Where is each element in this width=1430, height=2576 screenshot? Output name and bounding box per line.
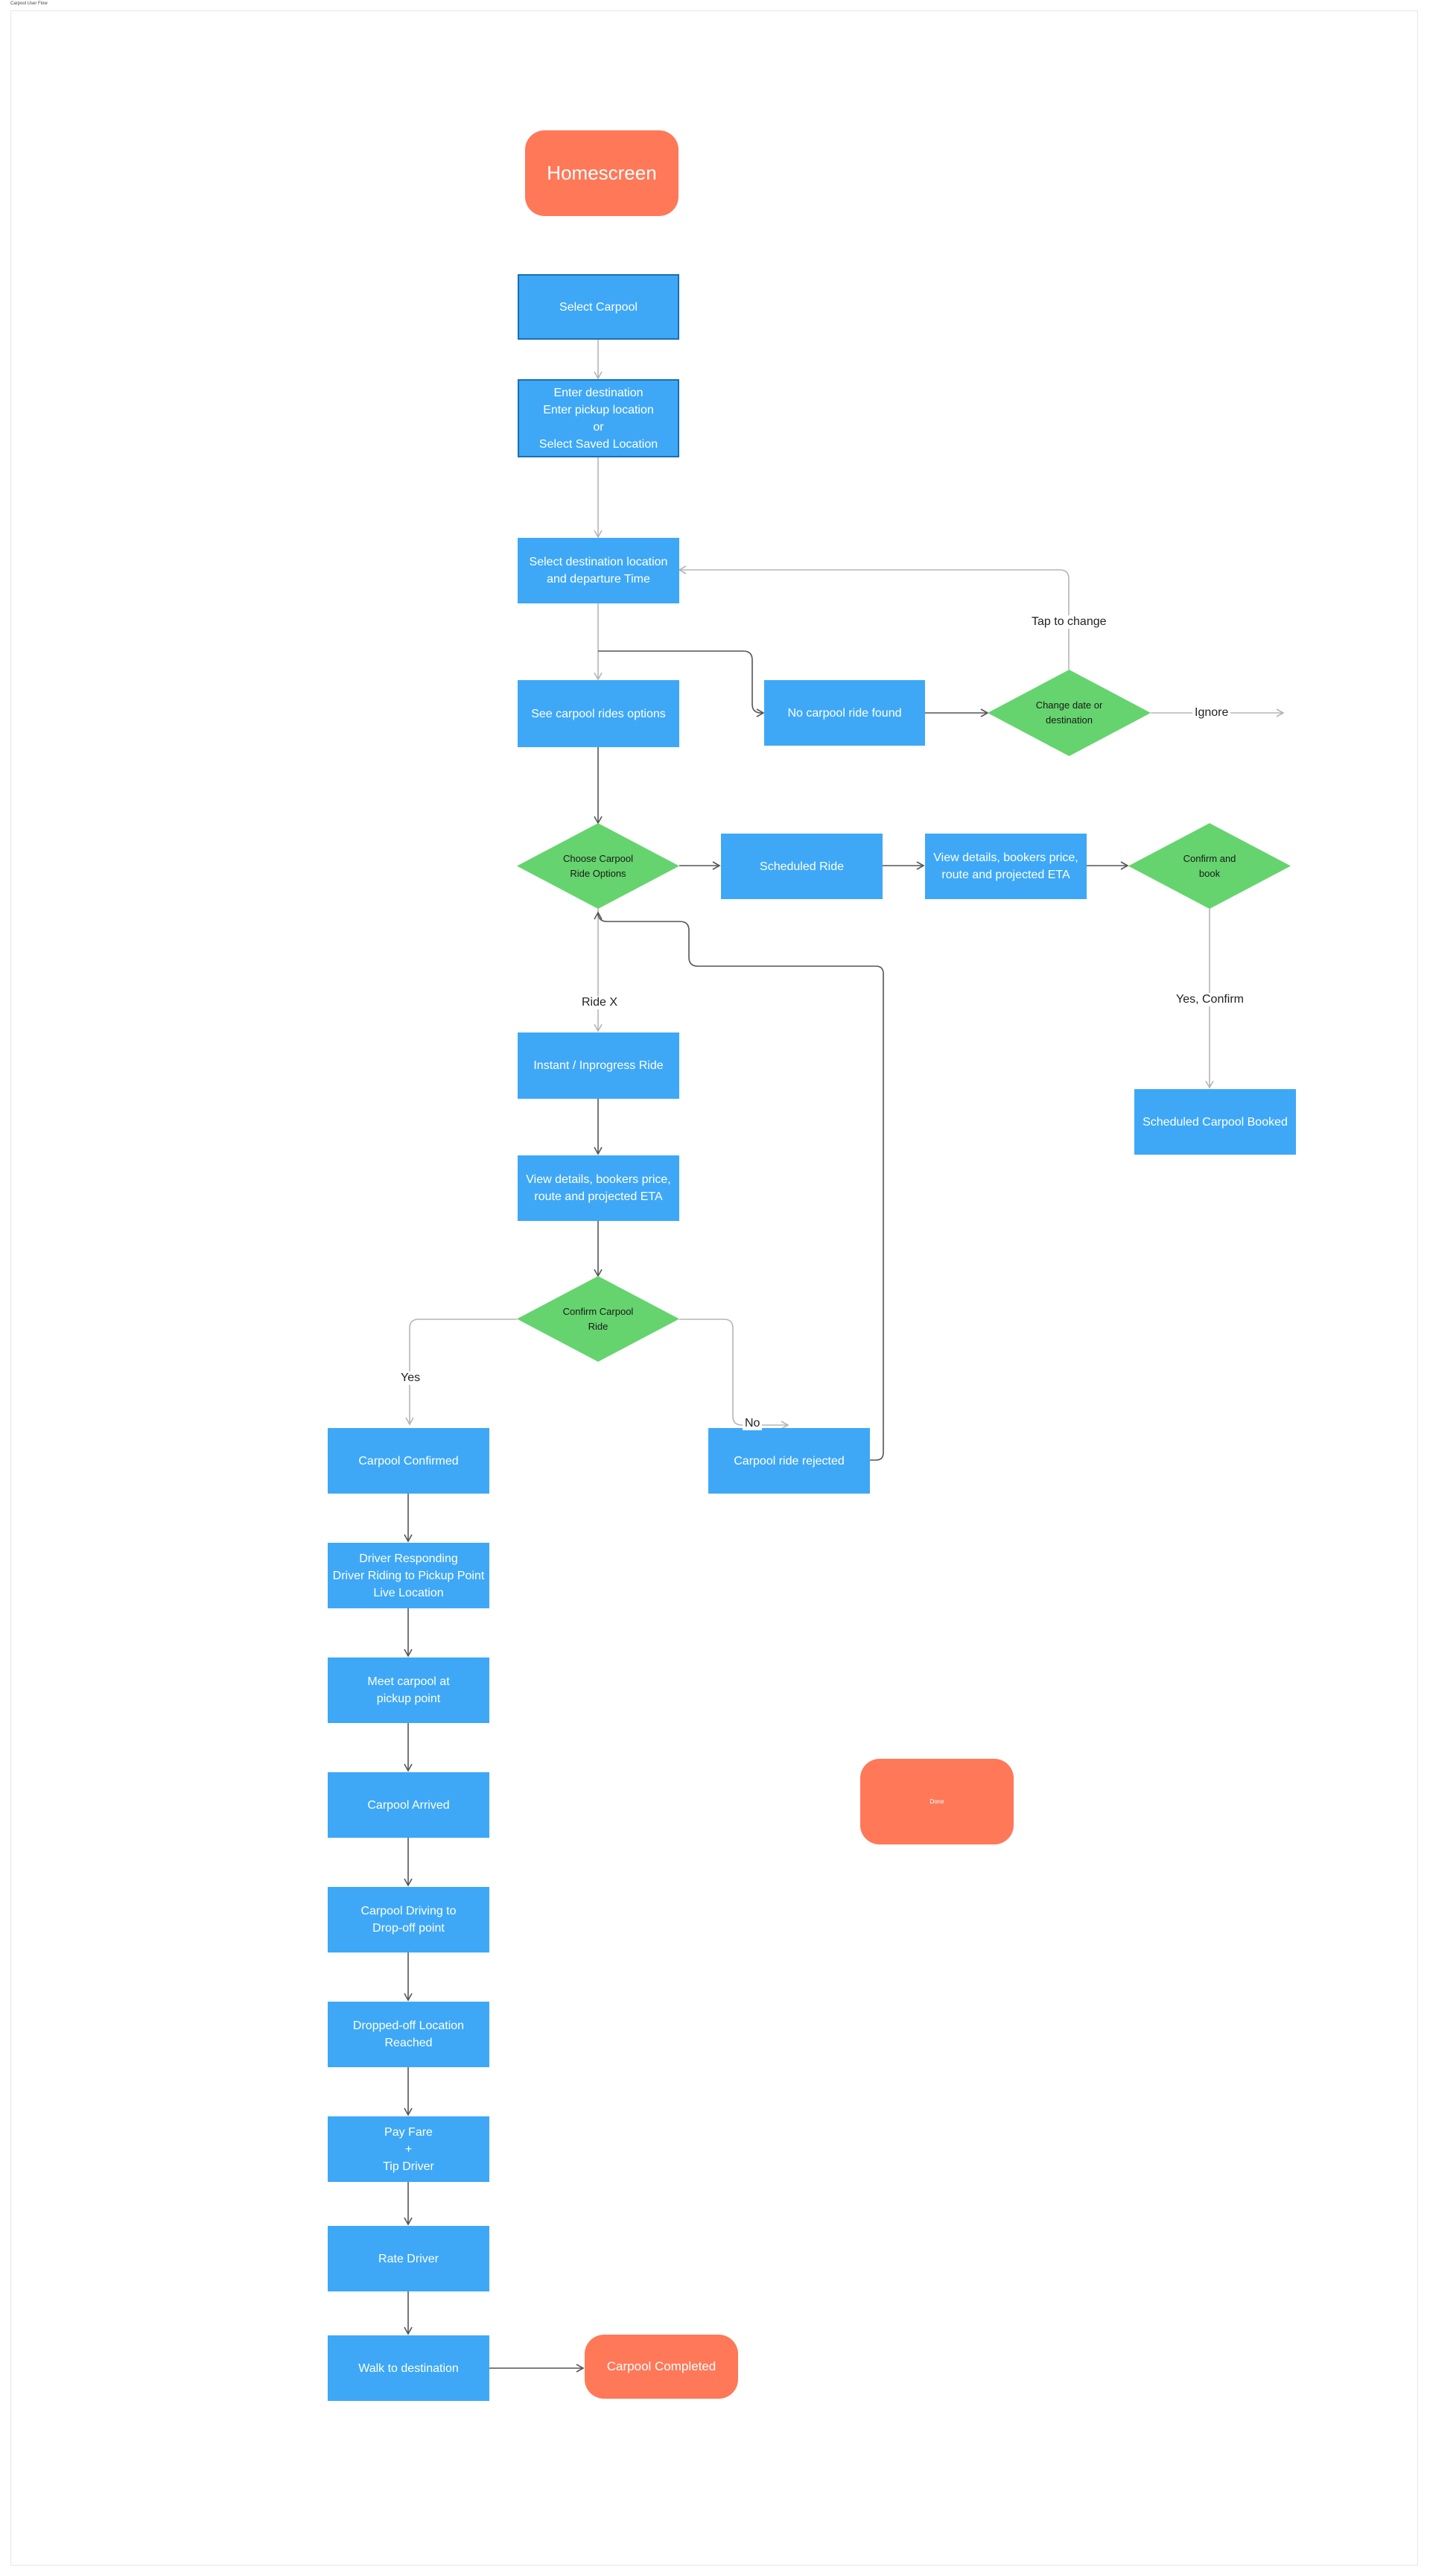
homescreen-terminal[interactable]: Homescreen — [525, 130, 679, 216]
select-carpool-box[interactable]: Select Carpool — [518, 274, 679, 340]
edge-change-tap-back — [678, 565, 1070, 670]
select-destination-time-label: Select destination location and departur… — [529, 556, 668, 586]
view-details-scheduled-box[interactable]: View details, bookers price, route and p… — [925, 834, 1087, 899]
scheduled-ride-label: Scheduled Ride — [760, 860, 844, 873]
driver-responding-box[interactable]: Driver Responding Driver Riding to Picku… — [328, 1543, 489, 1608]
carpool-rejected-label: Carpool ride rejected — [734, 1454, 845, 1468]
carpool-completed-terminal[interactable]: Carpool Completed — [585, 2335, 738, 2399]
edge-confirm-no — [679, 1319, 789, 1430]
enter-destination-label: Enter destination Enter pickup location … — [538, 386, 658, 451]
choose-options-diamond-shape — [517, 823, 679, 909]
walk-destination-box[interactable]: Walk to destination — [328, 2335, 489, 2401]
confirm-carpool-diamond-shape — [517, 1276, 679, 1362]
instant-ride-label: Instant / Inprogress Ride — [533, 1059, 664, 1072]
no-ride-found-label: No carpool ride found — [787, 706, 902, 720]
rate-driver-box[interactable]: Rate Driver — [328, 2226, 489, 2291]
driver-responding-label: Driver Responding Driver Riding to Picku… — [332, 1552, 485, 1599]
dropoff-reached-box[interactable]: Dropped-off Location Reached — [328, 2002, 489, 2067]
meet-carpool-label: Meet carpool at pickup point — [367, 1675, 450, 1705]
driving-dropoff-box[interactable]: Carpool Driving to Drop-off point — [328, 1887, 489, 1952]
carpool-confirmed-box[interactable]: Carpool Confirmed — [328, 1428, 489, 1494]
rate-driver-label: Rate Driver — [378, 2252, 439, 2265]
done-terminal[interactable]: Done — [860, 1759, 1014, 1844]
frame-label: Carpool User Flow — [10, 1, 48, 6]
confirm-carpool-label: Confirm Carpool Ride — [562, 1305, 634, 1332]
carpool-rejected-box[interactable]: Carpool ride rejected — [708, 1428, 870, 1494]
view-details-instant-box[interactable]: View details, bookers price, route and p… — [518, 1155, 679, 1221]
dropoff-reached-label: Dropped-off Location Reached — [352, 2020, 465, 2049]
change-date-label: Change date or destination — [1035, 699, 1103, 726]
edge-label-yes-confirm: Yes, Confirm — [1174, 993, 1246, 1006]
enter-destination-box[interactable]: Enter destination Enter pickup location … — [518, 379, 679, 457]
edge-rejected-back — [594, 911, 884, 1461]
choose-options-label: Choose Carpool Ride Options — [563, 852, 633, 879]
instant-ride-box[interactable]: Instant / Inprogress Ride — [518, 1032, 679, 1099]
edge-label-ignore: Ignore — [1192, 706, 1231, 720]
select-carpool-label: Select Carpool — [559, 300, 638, 314]
edge-label-ride-x: Ride X — [579, 996, 620, 1009]
change-date-decision[interactable]: Change date or destination — [988, 670, 1151, 756]
pay-fare-box[interactable]: Pay Fare + Tip Driver — [328, 2116, 489, 2182]
confirm-carpool-decision[interactable]: Confirm Carpool Ride — [517, 1276, 679, 1362]
select-destination-time-box[interactable]: Select destination location and departur… — [518, 538, 679, 603]
meet-carpool-box[interactable]: Meet carpool at pickup point — [328, 1657, 489, 1723]
scheduled-booked-label: Scheduled Carpool Booked — [1143, 1115, 1288, 1129]
homescreen-label: Homescreen — [547, 162, 657, 184]
scheduled-booked-box[interactable]: Scheduled Carpool Booked — [1134, 1089, 1296, 1155]
no-ride-found-box[interactable]: No carpool ride found — [764, 680, 925, 746]
walk-destination-label: Walk to destination — [358, 2361, 459, 2375]
scheduled-ride-box[interactable]: Scheduled Ride — [721, 834, 883, 899]
see-options-label: See carpool rides options — [531, 707, 666, 720]
confirm-book-decision[interactable]: Confirm and book — [1128, 823, 1291, 909]
pay-fare-label: Pay Fare + Tip Driver — [383, 2125, 434, 2173]
view-details-instant-label: View details, bookers price, route and p… — [526, 1173, 671, 1203]
diagram-frame — [10, 10, 1418, 2566]
edge-to-no-ride — [598, 650, 765, 717]
carpool-arrived-label: Carpool Arrived — [367, 1798, 450, 1812]
carpool-arrived-box[interactable]: Carpool Arrived — [328, 1772, 489, 1838]
confirm-book-label: Confirm and book — [1183, 852, 1236, 879]
edge-label-tap-to-change: Tap to change — [1029, 615, 1109, 629]
see-options-box[interactable]: See carpool rides options — [518, 680, 679, 747]
edge-label-yes: Yes — [398, 1371, 423, 1385]
edge-confirm-yes — [405, 1319, 517, 1426]
done-label: Done — [930, 1798, 944, 1805]
choose-options-decision[interactable]: Choose Carpool Ride Options — [517, 823, 679, 909]
confirm-book-diamond-shape — [1128, 823, 1291, 909]
view-details-scheduled-label: View details, bookers price, route and p… — [933, 851, 1078, 881]
driving-dropoff-label: Carpool Driving to Drop-off point — [360, 1905, 457, 1935]
carpool-completed-label: Carpool Completed — [606, 2359, 716, 2373]
edge-label-no: No — [743, 1417, 763, 1430]
carpool-confirmed-label: Carpool Confirmed — [358, 1454, 459, 1468]
change-date-diamond-shape — [988, 670, 1151, 756]
